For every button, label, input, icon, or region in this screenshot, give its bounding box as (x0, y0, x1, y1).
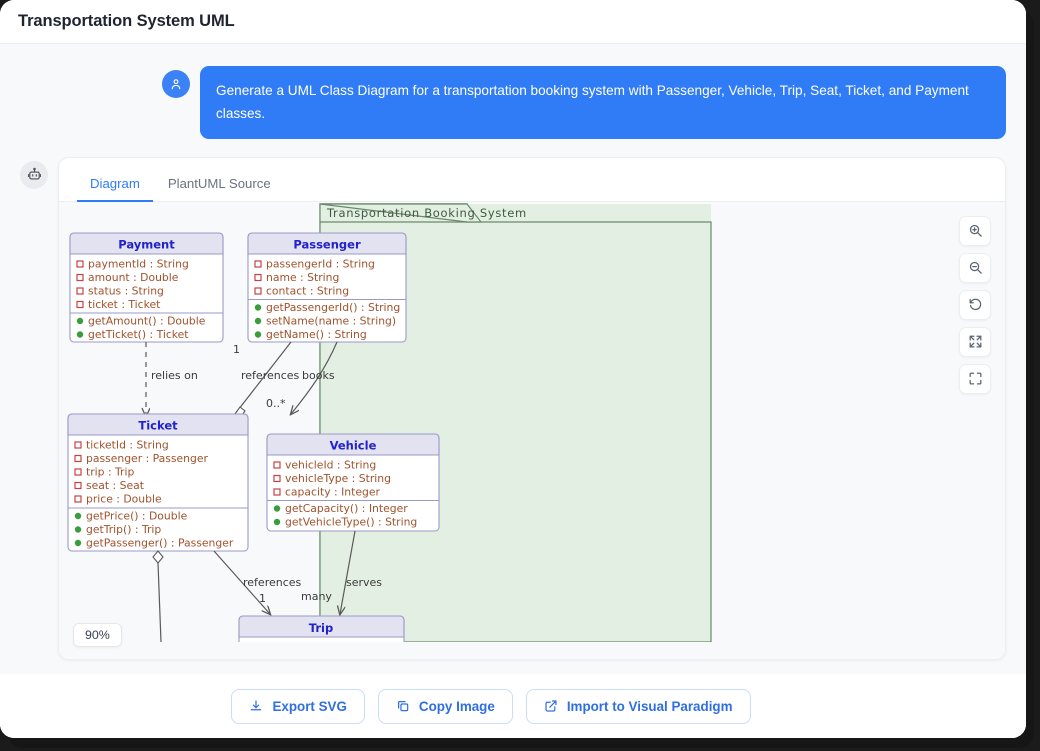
uml-class-ticket[interactable]: Ticket ticketId : String passenger : Pas… (67, 413, 249, 552)
multiplicity: 1 (259, 592, 266, 605)
action-bar: Export SVG Copy Image (0, 674, 1026, 738)
multiplicity: 1 (233, 343, 240, 356)
method-list: getPrice() : Double getTrip() : Trip get… (74, 509, 234, 549)
package-label: Transportation Booking System (326, 206, 527, 220)
zoom-level-badge: 90% (73, 622, 122, 647)
method: getName() : String (266, 328, 367, 341)
tab-plantuml-source[interactable]: PlantUML Source (167, 175, 271, 191)
import-visual-paradigm-label: Import to Visual Paradigm (566, 698, 733, 714)
method: getPassengerId() : String (266, 301, 400, 314)
download-icon (249, 699, 263, 713)
fullscreen-icon[interactable] (959, 363, 991, 394)
fit-screen-icon[interactable] (959, 326, 991, 357)
zoom-out-icon[interactable] (959, 252, 991, 283)
diagram-toolbar (959, 215, 991, 394)
uml-class-vehicle[interactable]: Vehicle vehicleId : String vehicleType :… (266, 433, 440, 532)
tab-diagram[interactable]: Diagram (77, 172, 153, 202)
attribute: passenger : Passenger (86, 452, 209, 465)
class-name: Vehicle (330, 438, 377, 452)
user-icon (162, 70, 190, 98)
method: getPrice() : Double (86, 509, 188, 522)
attribute: contact : String (266, 284, 349, 297)
method: getTrip() : Trip (86, 523, 161, 536)
attribute: name : String (266, 271, 339, 284)
title-bar: Transportation System UML (0, 0, 1026, 44)
method-list: getAmount() : Double getTicket() : Ticke… (76, 314, 206, 341)
relationship-label: books (302, 369, 335, 382)
method: getAmount() : Double (88, 314, 206, 327)
diagram-card: Diagram PlantUML Source (58, 156, 1006, 660)
diagram-viewport[interactable]: Transportation Booking System Payment (59, 202, 1005, 659)
attribute: ticketId : String (86, 438, 169, 451)
uml-class-passenger[interactable]: Passenger passengerId : String name : St… (247, 232, 407, 343)
zoom-in-icon[interactable] (959, 215, 991, 246)
copy-image-label: Copy Image (418, 698, 495, 714)
relationship-label: relies on (151, 369, 198, 382)
relationship-books: books 0..* (266, 341, 338, 414)
multiplicity: 0..* (266, 397, 286, 410)
attribute: vehicleId : String (285, 458, 376, 471)
tab-bar: Diagram PlantUML Source (59, 158, 1005, 202)
copy-icon (396, 699, 410, 713)
attribute: passengerId : String (266, 257, 375, 270)
relationship-label: references (241, 369, 300, 382)
multiplicity: many (301, 590, 332, 603)
user-message-row: Generate a UML Class Diagram for a trans… (0, 44, 1026, 139)
attribute: amount : Double (88, 271, 179, 284)
diagram-canvas[interactable]: Transportation Booking System Payment (59, 201, 1005, 659)
uml-class-trip[interactable]: Trip (238, 615, 405, 642)
attribute: ticket : Ticket (88, 298, 160, 311)
method-list: getPassengerId() : String setName(name :… (254, 301, 400, 341)
relationship-references-trip: references 1 (213, 550, 302, 614)
relationship-serves: serves many (301, 530, 382, 614)
assistant-message-row: Diagram PlantUML Source (0, 139, 1026, 660)
attribute-list: passengerId : String name : String conta… (254, 257, 375, 297)
method-list: getCapacity() : Integer getVehicleType()… (273, 502, 417, 528)
page-title: Transportation System UML (18, 12, 235, 30)
attribute: price : Double (86, 492, 162, 505)
attribute-list: ticketId : String passenger : Passenger … (74, 438, 209, 505)
method: getPassenger() : Passenger (86, 536, 234, 549)
class-name: Passenger (293, 237, 361, 251)
class-name: Ticket (138, 418, 178, 432)
uml-class-diagram: Transportation Booking System Payment (67, 203, 712, 642)
method: getTicket() : Ticket (88, 328, 189, 341)
relationship-label: references (243, 576, 302, 589)
method: setName(name : String) (266, 314, 396, 327)
robot-icon (20, 160, 48, 189)
class-name: Trip (309, 621, 333, 635)
attribute-list: paymentId : String amount : Double statu… (76, 257, 189, 311)
export-svg-label: Export SVG (272, 698, 347, 714)
external-link-icon (544, 699, 558, 713)
method: getCapacity() : Integer (285, 502, 408, 515)
attribute: status : String (88, 284, 164, 297)
reset-icon[interactable] (959, 289, 991, 320)
method: getVehicleType() : String (285, 515, 417, 528)
attribute: capacity : Integer (285, 485, 380, 498)
uml-class-payment[interactable]: Payment paymentId : String amount : Doub… (69, 232, 224, 343)
attribute: vehicleType : String (285, 472, 391, 485)
relationship-relies-on: relies on (146, 341, 198, 416)
user-message-bubble: Generate a UML Class Diagram for a trans… (200, 66, 1006, 139)
attribute-list: vehicleId : String vehicleType : String … (273, 458, 391, 498)
relationship-references-passenger: 1 references (233, 341, 300, 419)
uml-package: Transportation Booking System (319, 203, 712, 642)
import-visual-paradigm-button[interactable]: Import to Visual Paradigm (525, 688, 751, 724)
relationship-ticket-down (152, 549, 164, 642)
export-svg-button[interactable]: Export SVG (231, 688, 365, 724)
attribute: trip : Trip (86, 465, 134, 478)
attribute: paymentId : String (88, 257, 189, 270)
relationship-label: serves (346, 576, 382, 589)
conversation-body: Generate a UML Class Diagram for a trans… (0, 44, 1026, 738)
copy-image-button[interactable]: Copy Image (377, 688, 513, 724)
app-window: Transportation System UML Generate a UML… (0, 0, 1026, 738)
attribute: seat : Seat (86, 479, 144, 492)
class-name: Payment (118, 237, 175, 251)
